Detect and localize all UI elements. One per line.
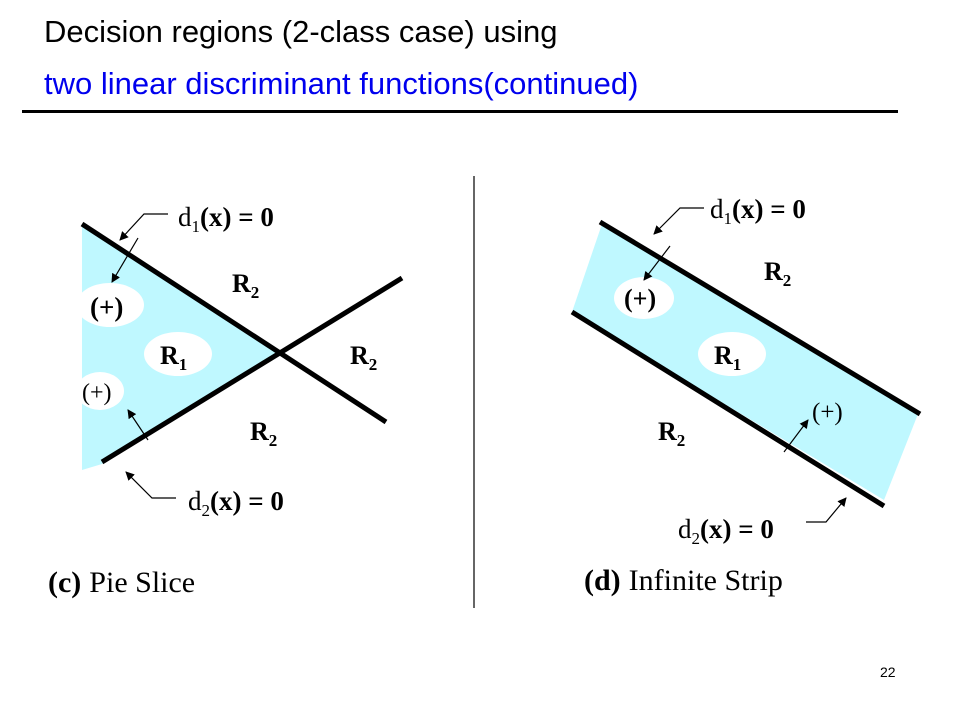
region-r2-label-top: R2 xyxy=(764,257,791,290)
d2-equation-label: d2(x) = 0 xyxy=(188,486,284,520)
d1-leader-arrow xyxy=(119,213,168,241)
infinite-strip-panel: d1(x) = 0 d2(x) = 0 (+) (+) R1 R2 R2 (d)… xyxy=(570,194,922,597)
boundary-line-d1 xyxy=(598,219,922,417)
page-number: 22 xyxy=(880,664,896,680)
caption-pie-slice: (c)Pie Slice xyxy=(48,566,195,599)
d1-plus-arrow xyxy=(643,245,671,281)
region-r2-label-right: R2 xyxy=(350,341,377,374)
d1-plus-arrow xyxy=(111,237,139,283)
d2-plus-arrow xyxy=(783,419,809,453)
plus-label-lower: (+) xyxy=(812,399,843,426)
d2-equation-label: d2(x) = 0 xyxy=(678,514,774,548)
region-r1-label: R1 xyxy=(160,341,187,374)
region-r1-label: R1 xyxy=(714,341,741,374)
region-r2-label-bottom: R2 xyxy=(658,417,685,450)
plus-bubble-lower xyxy=(76,372,124,410)
pie-slice-panel: d1(x) = 0 d2(x) = 0 (+) (+) R1 R2 R2 R2 … xyxy=(48,202,404,599)
region-r1-bubble xyxy=(698,332,766,376)
plus-bubble-upper xyxy=(76,283,144,327)
plus-label-upper: (+) xyxy=(624,284,656,313)
d1-equation-label: d1(x) = 0 xyxy=(178,202,274,236)
plus-label-lower: (+) xyxy=(82,380,112,406)
d1-leader-arrow xyxy=(653,207,704,235)
slide-title-line-1: Decision regions (2-class case) using xyxy=(44,14,558,49)
d2-leader-arrow xyxy=(125,471,176,499)
region-r2-label-bottom: R2 xyxy=(250,417,277,450)
slide-title-line-2: two linear discriminant functions(contin… xyxy=(44,66,639,101)
region-r2-label-top: R2 xyxy=(232,269,259,302)
d2-plus-arrow xyxy=(127,409,149,441)
d2-leader-arrow xyxy=(806,497,847,523)
d1-equation-label: d1(x) = 0 xyxy=(710,194,806,228)
title-underline xyxy=(22,110,898,113)
boundary-line-d2 xyxy=(570,309,886,509)
caption-infinite-strip: (d)Infinite Strip xyxy=(584,564,783,597)
boundary-line-d2 xyxy=(100,275,404,465)
region-r1-bubble xyxy=(144,332,212,376)
boundary-line-d1 xyxy=(80,221,388,425)
plus-label-upper: (+) xyxy=(90,292,123,322)
plus-bubble-upper xyxy=(614,277,674,319)
